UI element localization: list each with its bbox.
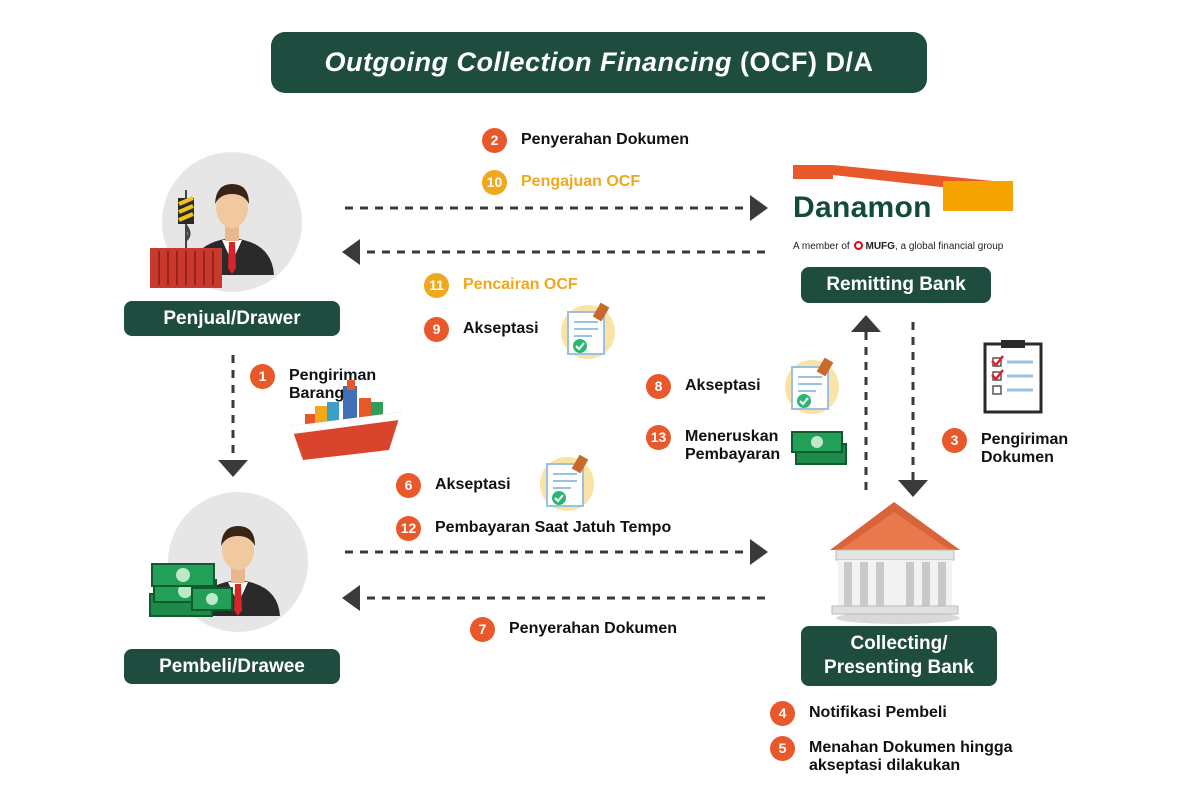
- step-2-number: 2: [482, 128, 507, 153]
- step-3-line1: Pengiriman: [981, 431, 1069, 448]
- remitting-bank-label: Remitting Bank: [801, 267, 991, 303]
- container-icon: [150, 190, 222, 288]
- step-6-text: Akseptasi: [435, 476, 511, 493]
- buyer-illustration: [149, 492, 308, 632]
- person-icon: [190, 184, 274, 275]
- danamon-tagline-b: , a global financial group: [894, 241, 1004, 252]
- step-1: 1 Pengiriman Barang: [250, 364, 376, 404]
- seller-illustration: [150, 152, 302, 292]
- step-9: 9 Akseptasi: [424, 317, 539, 342]
- danamon-logo-stripes: [793, 165, 1013, 211]
- danamon-tagline-mufg: MUFG: [865, 241, 895, 252]
- step-13-line2: Pembayaran: [685, 446, 781, 464]
- document-stamp-icon: [540, 454, 594, 511]
- title-rest: (OCF) D/A: [739, 47, 874, 77]
- money-icon: [791, 431, 847, 465]
- step-10: 10 Pengajuan OCF: [482, 170, 641, 195]
- step-3-number: 3: [942, 428, 967, 453]
- step-3-text: Pengiriman Dokumen: [981, 431, 1068, 468]
- step-13-number: 13: [646, 425, 671, 450]
- step-8-text: Akseptasi: [685, 377, 761, 394]
- step-5-line2: akseptasi dilakukan: [809, 757, 961, 775]
- step-7-text: Penyerahan Dokumen: [509, 620, 678, 637]
- collecting-bank-label: Collecting/ Presenting Bank: [801, 626, 997, 686]
- step-2: 2 Penyerahan Dokumen: [482, 128, 690, 153]
- step-9-text: Akseptasi: [463, 320, 539, 337]
- step-4-number: 4: [770, 701, 795, 726]
- step-1-text: Pengiriman Barang: [289, 367, 376, 404]
- checklist-icon: [983, 340, 1043, 414]
- step-12-number: 12: [396, 516, 421, 541]
- step-9-number: 9: [424, 317, 449, 342]
- step-11-number: 11: [424, 273, 449, 298]
- seller-label: Penjual/Drawer: [124, 301, 340, 336]
- step-1-line1: Pengiriman: [289, 367, 377, 384]
- arrow-head-down-1: [218, 460, 248, 477]
- document-stamp-icon: [785, 357, 839, 414]
- collecting-bank-line2: Presenting Bank: [824, 657, 974, 678]
- danamon-name: Danamon: [793, 191, 932, 224]
- danamon-tagline: A member of MUFG, a global financial gro…: [793, 241, 1003, 252]
- step-11: 11 Pencairan OCF: [424, 273, 578, 298]
- step-7-number: 7: [470, 617, 495, 642]
- page-title: Outgoing Collection Financing (OCF) D/A: [271, 32, 927, 93]
- step-13: 13 Meneruskan Pembayaran: [646, 425, 780, 465]
- arrow-head-right-1: [750, 195, 768, 221]
- step-7: 7 Penyerahan Dokumen: [470, 617, 678, 642]
- step-5-line1: Menahan Dokumen hingga: [809, 739, 1013, 756]
- arrow-head-up-1: [851, 315, 881, 332]
- step-12: 12 Pembayaran Saat Jatuh Tempo: [396, 516, 672, 541]
- step-13-line1: Meneruskan: [685, 428, 779, 445]
- arrow-head-left-2: [342, 585, 360, 611]
- step-5-text: Menahan Dokumen hingga akseptasi dilakuk…: [809, 739, 1013, 776]
- arrow-head-right-2: [750, 539, 768, 565]
- step-5-number: 5: [770, 736, 795, 761]
- step-8: 8 Akseptasi: [646, 374, 761, 399]
- step-3-line2: Dokumen: [981, 449, 1054, 467]
- step-13-text: Meneruskan Pembayaran: [685, 428, 780, 465]
- bank-building-icon: [830, 502, 960, 624]
- step-4-text: Notifikasi Pembeli: [809, 704, 947, 721]
- arrow-head-left-1: [342, 239, 360, 265]
- step-12-text: Pembayaran Saat Jatuh Tempo: [435, 519, 672, 536]
- ship-icon: [291, 380, 401, 460]
- title-italic: Outgoing Collection Financing: [324, 47, 732, 77]
- mufg-icon: [854, 241, 864, 250]
- step-3: 3 Pengiriman Dokumen: [942, 428, 1068, 468]
- step-4: 4 Notifikasi Pembeli: [770, 701, 947, 726]
- danamon-logo: Danamon A member of MUFG, a global finan…: [793, 165, 1015, 260]
- step-11-text: Pencairan OCF: [463, 276, 578, 293]
- step-8-number: 8: [646, 374, 671, 399]
- step-1-line2: Barang: [289, 385, 345, 403]
- step-2-text: Penyerahan Dokumen: [521, 131, 690, 148]
- step-10-text: Pengajuan OCF: [521, 173, 641, 190]
- step-10-number: 10: [482, 170, 507, 195]
- step-6-number: 6: [396, 473, 421, 498]
- step-6: 6 Akseptasi: [396, 473, 511, 498]
- collecting-bank-line1: Collecting/: [850, 633, 948, 655]
- danamon-tagline-a: A member of: [793, 241, 850, 252]
- step-1-number: 1: [250, 364, 275, 389]
- buyer-label: Pembeli/Drawee: [124, 649, 340, 684]
- document-stamp-icon: [561, 302, 615, 359]
- money-icon: [149, 563, 233, 617]
- step-5: 5 Menahan Dokumen hingga akseptasi dilak…: [770, 736, 1013, 776]
- arrow-head-down-2: [898, 480, 928, 497]
